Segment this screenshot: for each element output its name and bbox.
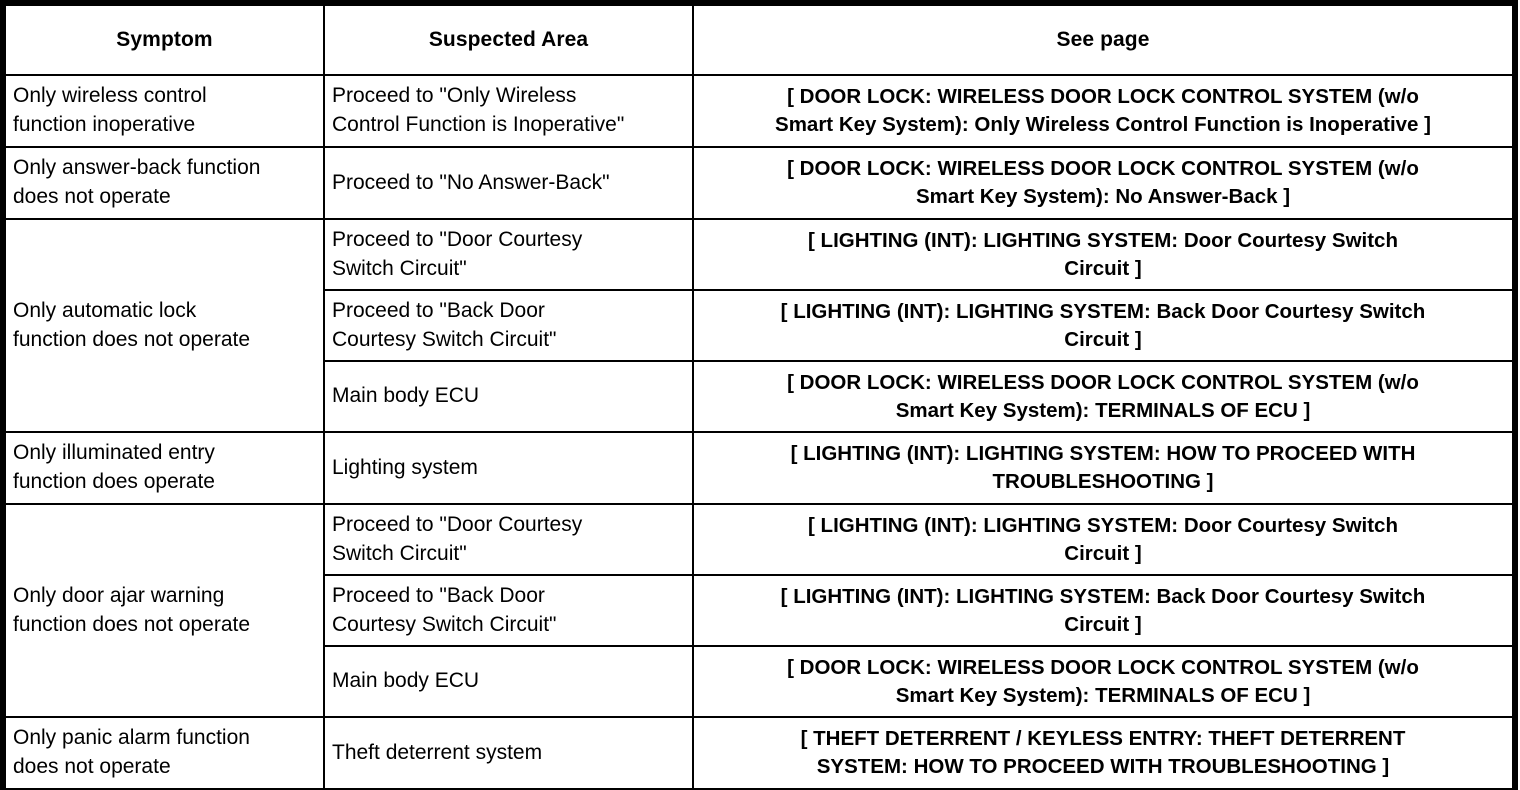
see-page-cell: [ DOOR LOCK: WIRELESS DOOR LOCK CONTROL … (692, 360, 1514, 433)
table-header-row: Symptom Suspected Area See page (4, 4, 1514, 76)
symptom-text: Only wireless control function inoperati… (13, 84, 207, 136)
symptom-text: Only door ajar warning function does not… (13, 583, 251, 636)
see-page-reference: [ DOOR LOCK: WIRELESS DOOR LOCK CONTROL … (787, 157, 1419, 208)
column-header-see-page-label: See page (1056, 28, 1150, 51)
see-page-cell: [ DOOR LOCK: WIRELESS DOOR LOCK CONTROL … (692, 146, 1514, 220)
see-page-reference: [ LIGHTING (INT): LIGHTING SYSTEM: Door … (808, 513, 1398, 565)
table-row: Only door ajar warning function does not… (4, 503, 1514, 718)
column-header-suspected-area-label: Suspected Area (428, 28, 589, 51)
see-page-reference: [ THEFT DETERRENT / KEYLESS ENTRY: THEFT… (800, 727, 1406, 778)
suspected-area-text: Proceed to "Door Courtesy Switch Circuit… (332, 227, 583, 280)
symptom-cell: Only door ajar warning function does not… (4, 503, 325, 718)
symptom-cell: Only automatic lock function does not op… (4, 218, 325, 433)
column-header-symptom: Symptom (4, 4, 325, 76)
suspected-area-text: Proceed to "Door Courtesy Switch Circuit… (332, 512, 583, 565)
column-header-see-page: See page (692, 4, 1514, 76)
suspected-area-text: Main body ECU (332, 384, 480, 408)
suspected-area-cell: Proceed to "No Answer-Back" (323, 146, 694, 220)
symptom-text: Only panic alarm function does not opera… (13, 726, 250, 778)
suspected-area-cell: Lighting system (323, 431, 694, 505)
table-row: Main body ECU [ DOOR LOCK: WIRELESS DOOR … (5, 360, 1514, 433)
suspected-area-cell: Proceed to "Door Courtesy Switch Circuit… (323, 218, 694, 291)
see-page-cell: [ LIGHTING (INT): LIGHTING SYSTEM: Door … (692, 218, 1514, 291)
suspected-area-text: Proceed to "Back Door Courtesy Switch Ci… (332, 583, 557, 636)
symptom-text: Only illuminated entry function does ope… (13, 441, 215, 493)
suspected-area-text: Proceed to "Only Wireless Control Functi… (332, 84, 625, 136)
suspected-area-text: Lighting system (332, 455, 478, 479)
suspected-area-text: Proceed to "Back Door Courtesy Switch Ci… (332, 298, 557, 351)
table-row: Main body ECU [ DOOR LOCK: WIRELESS DOOR … (5, 645, 1514, 718)
see-page-cell: [ LIGHTING (INT): LIGHTING SYSTEM: Door … (692, 503, 1514, 576)
table-row: Only illuminated entry function does ope… (4, 431, 1514, 505)
table-row: Only panic alarm function does not opera… (4, 716, 1514, 790)
see-page-reference: [ LIGHTING (INT): LIGHTING SYSTEM: Back … (780, 299, 1426, 351)
see-page-reference: [ LIGHTING (INT): LIGHTING SYSTEM: Door … (808, 228, 1398, 280)
symptom-text: Only answer-back function does not opera… (13, 156, 261, 208)
table-row: Only automatic lock function does not op… (4, 218, 1514, 433)
suspected-area-text: Proceed to "No Answer-Back" (332, 170, 610, 194)
column-header-suspected-area: Suspected Area (323, 4, 694, 76)
see-page-cell: [ DOOR LOCK: WIRELESS DOOR LOCK CONTROL … (692, 74, 1514, 148)
suspected-area-cell: Proceed to "Door Courtesy Switch Circuit… (323, 503, 694, 576)
symptom-text: Only automatic lock function does not op… (13, 298, 251, 351)
symptom-cell: Only panic alarm function does not opera… (4, 716, 325, 790)
see-page-cell: [ DOOR LOCK: WIRELESS DOOR LOCK CONTROL … (692, 645, 1514, 718)
table-row: Proceed to "Back Door Courtesy Switch Ci… (5, 289, 1514, 362)
see-page-reference: [ LIGHTING (INT): LIGHTING SYSTEM: Back … (780, 584, 1426, 636)
see-page-cell: [ LIGHTING (INT): LIGHTING SYSTEM: Back … (692, 289, 1514, 362)
table-row: Only wireless control function inoperati… (4, 74, 1514, 148)
suspected-area-cell: Proceed to "Only Wireless Control Functi… (323, 74, 694, 148)
see-page-reference: [ LIGHTING (INT): LIGHTING SYSTEM: HOW T… (790, 442, 1416, 493)
table-row: Proceed to "Back Door Courtesy Switch Ci… (5, 574, 1514, 647)
suspected-area-cell: Main body ECU (323, 645, 694, 718)
symptom-cell: Only answer-back function does not opera… (4, 146, 325, 220)
suspected-area-text: Main body ECU (332, 669, 480, 693)
table-body: Only wireless control function inoperati… (4, 74, 1514, 790)
symptom-cell: Only wireless control function inoperati… (4, 74, 325, 148)
column-header-symptom-label: Symptom (116, 28, 213, 51)
table-header: Symptom Suspected Area See page (4, 4, 1514, 76)
see-page-reference: [ DOOR LOCK: WIRELESS DOOR LOCK CONTROL … (775, 85, 1431, 136)
see-page-reference: [ DOOR LOCK: WIRELESS DOOR LOCK CONTROL … (787, 655, 1419, 707)
see-page-reference: [ DOOR LOCK: WIRELESS DOOR LOCK CONTROL … (787, 370, 1419, 422)
symptom-cell: Only illuminated entry function does ope… (4, 431, 325, 505)
suspected-area-cell: Proceed to "Back Door Courtesy Switch Ci… (323, 574, 694, 647)
suspected-area-cell: Main body ECU (323, 360, 694, 433)
see-page-cell: [ THEFT DETERRENT / KEYLESS ENTRY: THEFT… (692, 716, 1514, 790)
suspected-area-cell: Theft deterrent system (323, 716, 694, 790)
see-page-cell: [ LIGHTING (INT): LIGHTING SYSTEM: HOW T… (692, 431, 1514, 505)
table-row: Only answer-back function does not opera… (4, 146, 1514, 220)
suspected-area-text: Theft deterrent system (332, 740, 543, 764)
see-page-cell: [ LIGHTING (INT): LIGHTING SYSTEM: Back … (692, 574, 1514, 647)
suspected-area-cell: Proceed to "Back Door Courtesy Switch Ci… (323, 289, 694, 362)
